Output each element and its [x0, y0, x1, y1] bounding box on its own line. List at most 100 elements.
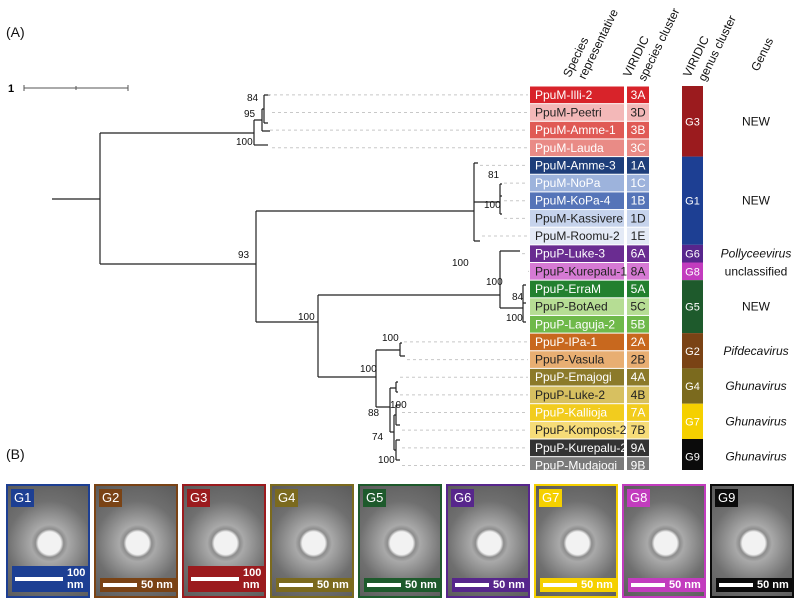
species-cluster-box: [627, 351, 649, 368]
scale-bar-label: 1: [8, 83, 14, 95]
species-cluster-box: [627, 298, 649, 315]
micrograph-g4: G4 50 nm: [270, 484, 354, 598]
species-label-box: [530, 404, 624, 421]
genus-name: Pollyceevirus: [721, 247, 792, 261]
species-label-box: [530, 210, 624, 227]
bootstrap-value: 95: [244, 109, 256, 120]
species-cluster-id: 1B: [631, 194, 646, 208]
species-name: PpuP-Vasula: [535, 353, 604, 367]
species-label-box: [530, 351, 624, 368]
genus-cluster-label: G4: [685, 381, 700, 393]
bootstrap-value: 100: [506, 313, 523, 324]
species-name: PpuP-Mudajogi: [535, 458, 617, 470]
species-name: PpuP-Laguja-2: [535, 317, 615, 331]
genus-cluster-bar: [682, 403, 703, 439]
genus-cluster-label: G3: [685, 116, 700, 128]
genus-cluster-bar: [682, 368, 703, 404]
micrograph-label: G8: [627, 489, 651, 507]
genus-cluster-g6: G6 Pollyceevirus: [682, 244, 792, 263]
panel-b-label: (B): [6, 446, 25, 462]
micrograph-scale-bar: 50 nm: [540, 578, 616, 592]
scale-label: 50 nm: [317, 579, 349, 591]
genus-name: NEW: [742, 114, 771, 128]
bootstrap-value: 100: [390, 400, 407, 411]
scale-label: 50 nm: [405, 579, 437, 591]
genus-cluster-bar: [682, 156, 703, 245]
species-cluster-box: [627, 280, 649, 298]
genus-name: NEW: [742, 300, 771, 314]
species-label-box: [530, 386, 624, 404]
genus-cluster-label: G6: [685, 249, 700, 261]
species-cluster-box: [627, 404, 649, 421]
species-label-box: [530, 263, 624, 280]
bootstrap-value: 88: [368, 408, 380, 419]
genus-cluster-bar: [682, 262, 703, 281]
species-cluster-id: 1E: [631, 229, 646, 243]
species-name: PpuM-KoPa-4: [535, 194, 611, 208]
genus-name: unclassified: [725, 264, 788, 278]
scale-label: 50 nm: [141, 579, 173, 591]
genus-cluster-g4: G4 Ghunavirus: [682, 368, 787, 404]
micrograph-g8: G8 50 nm: [622, 484, 706, 598]
phylogenetic-tree-figure: 1 Species representative VIRIDIC species…: [8, 6, 791, 470]
genus-cluster-bar: [682, 439, 703, 470]
bootstrap-value: 100: [236, 137, 253, 148]
species-cluster-box: [627, 386, 649, 404]
bootstrap-values: 8495100811009310010084100100100100100887…: [236, 93, 524, 466]
species-name: PpuP-BotAed: [535, 300, 608, 314]
species-label-box: [530, 298, 624, 315]
micrograph-label: G1: [11, 489, 35, 507]
scale-label: 50 nm: [669, 579, 701, 591]
species-label-box: [530, 192, 624, 210]
species-cluster-id: 1C: [630, 176, 646, 190]
species-label-box: [530, 227, 624, 245]
species-name: PpuP-ErraM: [535, 282, 601, 296]
species-cluster-id: 1A: [631, 158, 646, 172]
species-cluster-id: 2A: [631, 335, 646, 349]
species-label-box: [530, 439, 624, 457]
genus-name: Ghunavirus: [725, 379, 786, 393]
micrograph-label: G3: [187, 489, 211, 507]
bootstrap-value: 74: [372, 432, 384, 443]
species-label-box: [530, 157, 624, 174]
scale-line: [719, 583, 753, 587]
species-cluster-box: [627, 86, 649, 104]
species-label-box: [530, 86, 624, 104]
species-name: PpuM-Illi-2: [535, 88, 593, 102]
column-headers: Species representative VIRIDIC species c…: [560, 6, 776, 83]
species-cluster-box: [627, 210, 649, 227]
scale-label: 50 nm: [757, 579, 789, 591]
scale-bar: 1: [8, 83, 129, 95]
species-name: PpuM-Amme-1: [535, 123, 616, 137]
scale-label: 50 nm: [581, 579, 613, 591]
species-cluster-id: 3C: [630, 141, 646, 155]
species-cluster-id: 6A: [631, 247, 646, 261]
species-cluster-id: 3A: [631, 88, 646, 102]
species-name: PpuP-Emajogi: [535, 370, 612, 384]
tree-branches: [52, 94, 526, 461]
species-name: PpuP-Kurepalu-1: [535, 264, 627, 278]
scale-line: [191, 577, 240, 581]
species-cluster-box: [627, 157, 649, 174]
genus-cluster-bar: [682, 86, 703, 157]
species-cluster-box: [627, 263, 649, 280]
bootstrap-value: 100: [360, 364, 377, 375]
micrograph-label: G4: [275, 489, 299, 507]
